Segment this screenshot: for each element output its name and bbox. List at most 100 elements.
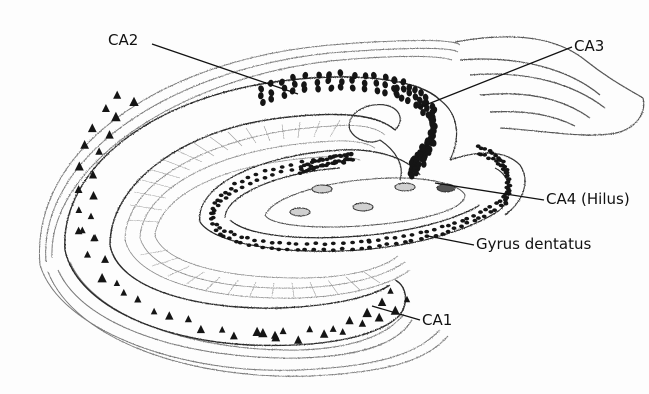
granule-cell	[384, 236, 389, 240]
granule-cell	[464, 217, 469, 221]
ca1-pyramidal-cell	[113, 91, 121, 99]
granule-cell	[252, 239, 257, 243]
ca1-pyramidal-cell	[280, 327, 287, 334]
pyramidal-cell	[337, 69, 344, 77]
pyramidal-cell	[405, 97, 411, 105]
ca1-pyramidal-cell	[375, 313, 384, 322]
granule-cell	[214, 223, 219, 227]
granule-cell	[245, 236, 250, 240]
ca1-pyramidal-cell	[339, 328, 346, 335]
granule-cell	[263, 169, 268, 173]
ca2-leader-line	[152, 44, 298, 94]
ca1-pyramidal-cell	[387, 287, 393, 293]
granule-cell	[221, 234, 226, 238]
granule-cell	[476, 144, 481, 148]
granule-cell	[504, 174, 509, 178]
ca1-pyramidal-cells	[75, 91, 411, 344]
granule-cell	[233, 189, 238, 193]
granule-cell	[486, 157, 491, 161]
granule-cell	[403, 240, 408, 244]
ca1-pyramidal-cell	[88, 213, 95, 220]
ca2-ca3-pyramidal-cells	[257, 69, 438, 180]
granule-cell	[331, 248, 336, 252]
granule-cell	[224, 196, 229, 200]
granule-cell	[491, 157, 496, 161]
granule-cell	[311, 248, 316, 252]
ca1-pyramidal-cell	[330, 325, 337, 332]
ca1-pyramidal-cell	[80, 140, 89, 149]
pyramidal-cell	[327, 84, 335, 93]
granule-cell	[376, 238, 381, 242]
granule-cell	[350, 241, 355, 245]
ca1-pyramidal-cell	[88, 123, 97, 132]
granule-cell	[446, 224, 451, 228]
pyramidal-cell	[400, 85, 407, 93]
granule-cell	[255, 178, 260, 182]
granule-cell	[271, 168, 276, 172]
granule-cell	[419, 237, 424, 241]
ca1-pyramidal-cell	[359, 319, 366, 326]
ca1-pyramidal-cell	[120, 289, 127, 296]
ca1-pyramidal-cell	[345, 316, 353, 324]
granule-cell	[487, 205, 492, 209]
ca1-pyramidal-cell	[129, 97, 138, 106]
granule-cell	[306, 163, 311, 167]
fimbria-contour	[455, 37, 644, 135]
granule-cell	[334, 154, 339, 158]
pyramidal-cell	[418, 89, 424, 96]
label-ca3: CA3	[574, 39, 604, 54]
granule-cell	[459, 225, 464, 229]
granule-cell	[367, 240, 372, 244]
granule-cell	[280, 165, 285, 169]
granule-cell	[499, 204, 504, 208]
pyramidal-cell	[400, 78, 407, 86]
granule-cell	[377, 244, 382, 248]
ca1-pyramidal-cell	[89, 191, 98, 200]
granule-cell	[320, 158, 325, 162]
granule-cell	[419, 231, 424, 235]
granule-cell	[384, 242, 389, 246]
granule-cell	[247, 243, 252, 247]
granule-cell	[394, 242, 399, 246]
ca1-pyramidal-cell	[230, 332, 238, 340]
granule-cell	[473, 219, 478, 223]
granule-cell	[227, 236, 232, 240]
ca1-pyramidal-cell	[197, 325, 205, 333]
granule-cell	[214, 229, 219, 233]
granule-cell	[432, 228, 437, 232]
dentate-gyrus-outline	[200, 150, 509, 251]
granule-cell	[296, 248, 301, 252]
granule-cell	[440, 225, 445, 229]
granule-cell	[349, 152, 354, 156]
granule-cell	[263, 176, 268, 180]
pyramidal-cell	[281, 91, 288, 99]
granule-cell	[321, 248, 326, 252]
granule-cell	[350, 248, 355, 252]
granule-cell	[227, 192, 232, 196]
granule-cell	[393, 236, 398, 240]
granule-cell	[212, 209, 217, 213]
granule-cell	[246, 176, 251, 180]
granule-cell	[482, 215, 487, 219]
granule-cell	[359, 247, 364, 251]
granule-cell	[477, 152, 482, 156]
ca1-pyramidal-cell	[271, 331, 279, 339]
pyramidal-cell	[268, 95, 275, 103]
granule-cell	[452, 221, 457, 225]
ca1-pyramidal-cell	[306, 325, 313, 332]
pyramidal-cell	[258, 92, 264, 100]
granule-cell	[331, 242, 336, 246]
pyramidal-cell	[373, 79, 379, 87]
granule-cell	[504, 196, 509, 200]
granule-cell	[270, 246, 275, 250]
granule-cell	[287, 242, 292, 246]
granule-cell	[350, 158, 355, 162]
granule-cell	[260, 246, 265, 250]
ca1-pyramidal-cell	[97, 273, 106, 282]
granule-cell	[294, 242, 299, 246]
granule-cell	[488, 149, 493, 153]
granule-cell	[409, 239, 414, 243]
granule-cell	[279, 170, 284, 174]
pyramidal-cell	[382, 81, 389, 89]
granule-cell	[289, 163, 294, 167]
